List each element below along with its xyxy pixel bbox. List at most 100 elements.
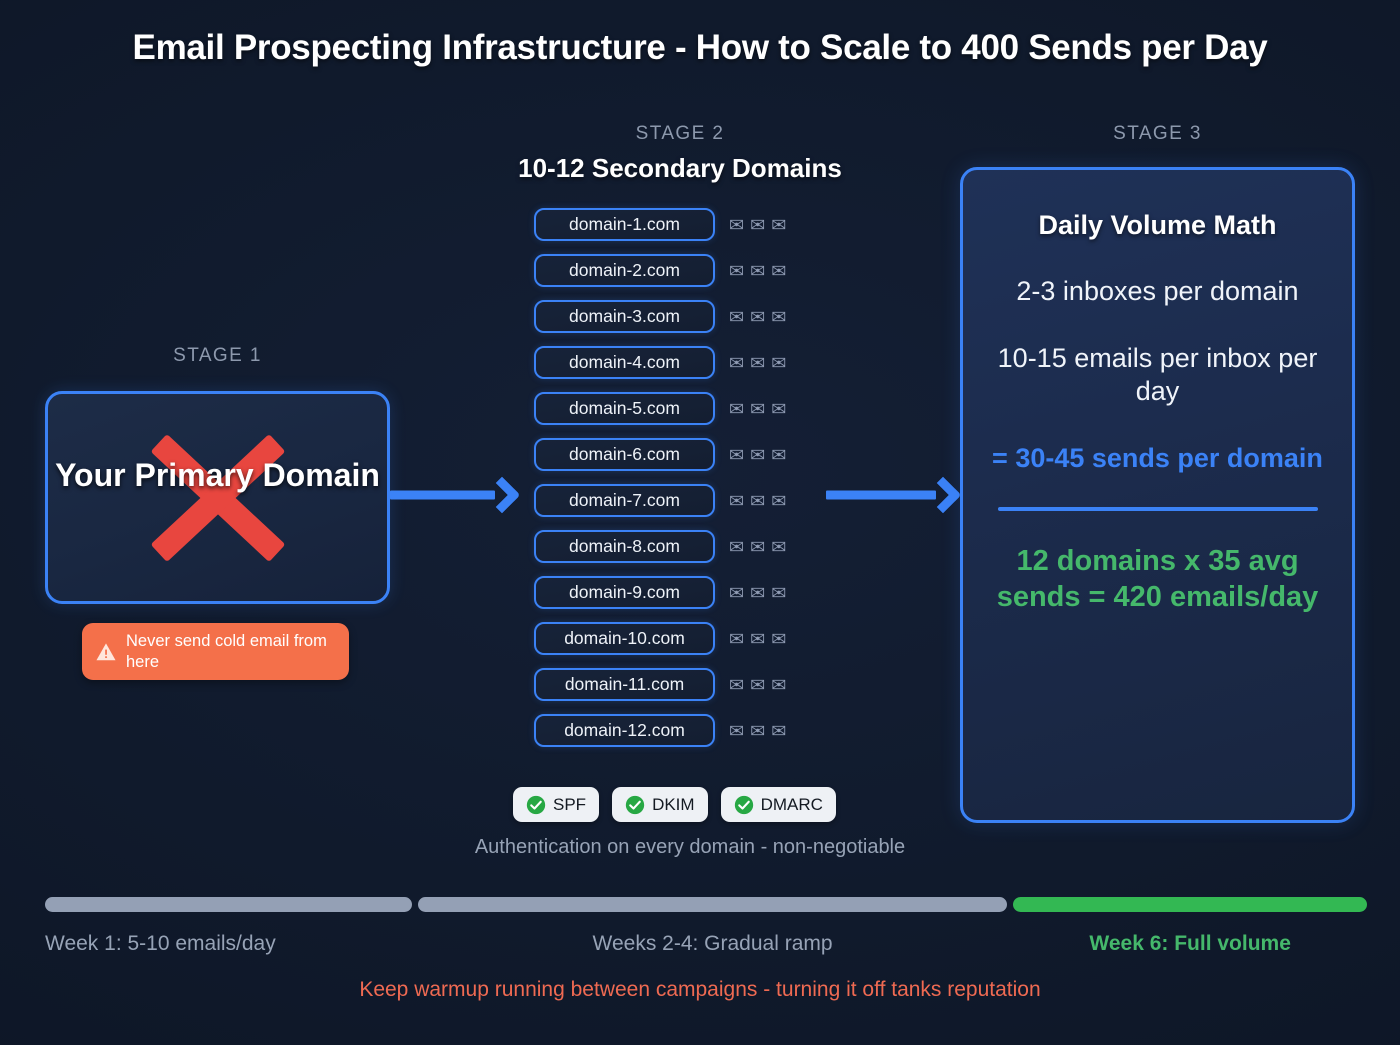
warmup-timeline-labels: Week 1: 5-10 emails/day Weeks 2-4: Gradua… [45, 921, 1355, 961]
arrow-head [483, 476, 521, 514]
inbox-envelope-group: ✉✉✉ [729, 676, 786, 694]
envelope-icon: ✉ [771, 674, 787, 695]
auth-badge-label: SPF [553, 794, 587, 814]
domain-row: domain-2.com✉✉✉ [534, 254, 804, 287]
daily-volume-math-title: Daily Volume Math [1038, 210, 1277, 240]
envelope-icon: ✉ [729, 674, 745, 695]
envelope-icon: ✉ [771, 720, 787, 741]
envelope-icon: ✉ [750, 398, 766, 419]
domain-row: domain-6.com✉✉✉ [534, 438, 804, 471]
domain-pill[interactable]: domain-1.com [534, 208, 715, 241]
domain-pill[interactable]: domain-7.com [534, 484, 715, 517]
arrow-shaft [826, 490, 936, 500]
primary-domain-card[interactable]: Your Primary Domain [45, 391, 390, 604]
secondary-domains-heading: 10-12 Secondary Domains [518, 153, 842, 183]
envelope-icon: ✉ [771, 352, 787, 373]
arrow-shaft [390, 490, 495, 500]
timeline-segment-label: Week 1: 5-10 emails/day [45, 932, 276, 955]
auth-badge-dmarc[interactable]: DMARC [720, 787, 836, 822]
envelope-icon: ✉ [750, 582, 766, 603]
green-check-circle-icon [625, 795, 645, 814]
inbox-envelope-group: ✉✉✉ [729, 216, 786, 234]
envelope-icon: ✉ [729, 214, 745, 235]
stage-2-label: STAGE 2 [635, 123, 725, 144]
domain-list: domain-1.com✉✉✉domain-2.com✉✉✉domain-3.c… [534, 208, 804, 760]
inbox-envelope-group: ✉✉✉ [729, 584, 786, 602]
stage-3-label: STAGE 3 [1113, 123, 1202, 144]
arrow-head [924, 476, 962, 514]
envelope-icon: ✉ [750, 306, 766, 327]
total-emails-per-day: 12 domains x 35 avg sends = 420 emails/d… [996, 544, 1319, 613]
auth-badge-dkim[interactable]: DKIM [612, 787, 708, 822]
domain-pill[interactable]: domain-11.com [534, 668, 715, 701]
envelope-icon: ✉ [750, 674, 766, 695]
green-check-circle-icon [526, 795, 546, 814]
envelope-icon: ✉ [750, 214, 766, 235]
envelope-icon: ✉ [750, 628, 766, 649]
domain-row: domain-12.com✉✉✉ [534, 714, 804, 747]
envelope-icon: ✉ [771, 490, 787, 511]
envelope-icon: ✉ [729, 536, 745, 557]
domain-row: domain-4.com✉✉✉ [534, 346, 804, 379]
arrow-right-icon-stage1-to-stage2 [390, 474, 521, 516]
arrow-right-icon-stage2-to-stage3 [826, 474, 962, 516]
domain-pill[interactable]: domain-6.com [534, 438, 715, 471]
stage-1-label: STAGE 1 [173, 345, 262, 366]
envelope-icon: ✉ [729, 720, 745, 741]
warmup-timeline-bar [45, 897, 1367, 912]
never-send-warning-badge: Never send cold email from here [82, 623, 349, 680]
envelope-icon: ✉ [729, 444, 745, 465]
domain-pill[interactable]: domain-10.com [534, 622, 715, 655]
domain-row: domain-11.com✉✉✉ [534, 668, 804, 701]
daily-volume-math-card[interactable]: Daily Volume Math 2-3 inboxes per domain… [960, 167, 1355, 823]
inbox-envelope-group: ✉✉✉ [729, 400, 786, 418]
auth-badge-spf[interactable]: SPF [513, 787, 600, 822]
auth-badge-label: DKIM [652, 794, 695, 814]
envelope-icon: ✉ [729, 352, 745, 373]
inbox-envelope-group: ✉✉✉ [729, 308, 786, 326]
inbox-envelope-group: ✉✉✉ [729, 354, 786, 372]
domain-pill[interactable]: domain-5.com [534, 392, 715, 425]
domain-row: domain-5.com ✉✉✉ [534, 392, 804, 425]
inbox-envelope-group: ✉✉✉ [729, 722, 786, 740]
auth-note: Authentication on every domain - non-neg… [474, 836, 906, 858]
emails-per-inbox-line: 10-15 emails per inbox per day [997, 342, 1318, 406]
envelope-icon: ✉ [729, 398, 745, 419]
auth-badge-group: SPF DKIM DMARC [513, 787, 836, 822]
domain-pill[interactable]: domain-3.com [534, 300, 715, 333]
envelope-icon: ✉ [729, 582, 745, 603]
domain-row: domain-8.com ✉✉✉ [534, 530, 804, 563]
envelope-icon: ✉ [729, 260, 745, 281]
envelope-icon: ✉ [729, 628, 745, 649]
auth-badge-label: DMARC [760, 794, 823, 814]
envelope-icon: ✉ [729, 490, 745, 511]
never-send-warning-text: Never send cold email from here [126, 632, 327, 671]
inbox-envelope-group: ✉✉✉ [729, 492, 786, 510]
envelope-icon: ✉ [771, 260, 787, 281]
page-title: Email Prospecting Infrastructure - How t… [132, 28, 1268, 67]
envelope-icon: ✉ [750, 720, 766, 741]
domain-pill[interactable]: domain-2.com [534, 254, 715, 287]
domain-pill[interactable]: domain-8.com [534, 530, 715, 563]
primary-domain-label: Your Primary Domain [55, 457, 380, 493]
envelope-icon: ✉ [771, 444, 787, 465]
domain-pill[interactable]: domain-9.com [534, 576, 715, 609]
green-check-circle-icon [734, 795, 753, 814]
warning-triangle-icon [96, 642, 116, 660]
inbox-envelope-group: ✉✉✉ [729, 538, 786, 556]
domain-pill[interactable]: domain-4.com [534, 346, 715, 379]
sends-per-domain-result: = 30-45 sends per domain [992, 442, 1323, 473]
inbox-envelope-group: ✉✉✉ [729, 446, 786, 464]
volume-divider [997, 506, 1318, 511]
domain-pill[interactable]: domain-12.com [534, 714, 715, 747]
timeline-segment [417, 897, 1008, 912]
domain-row: domain-3.com ✉✉✉ [534, 300, 804, 333]
domain-row: domain-1.com ✉✉✉ [534, 208, 804, 241]
inbox-envelope-group: ✉✉✉ [729, 262, 786, 280]
envelope-icon: ✉ [750, 536, 766, 557]
inbox-envelope-group: ✉✉✉ [729, 630, 786, 648]
envelope-icon: ✉ [771, 628, 787, 649]
domain-row: domain-10.com✉✉✉ [534, 622, 804, 655]
domain-row: domain-9.com ✉✉✉ [534, 576, 804, 609]
timeline-segment-label: Weeks 2-4: Gradual ramp [592, 932, 833, 955]
